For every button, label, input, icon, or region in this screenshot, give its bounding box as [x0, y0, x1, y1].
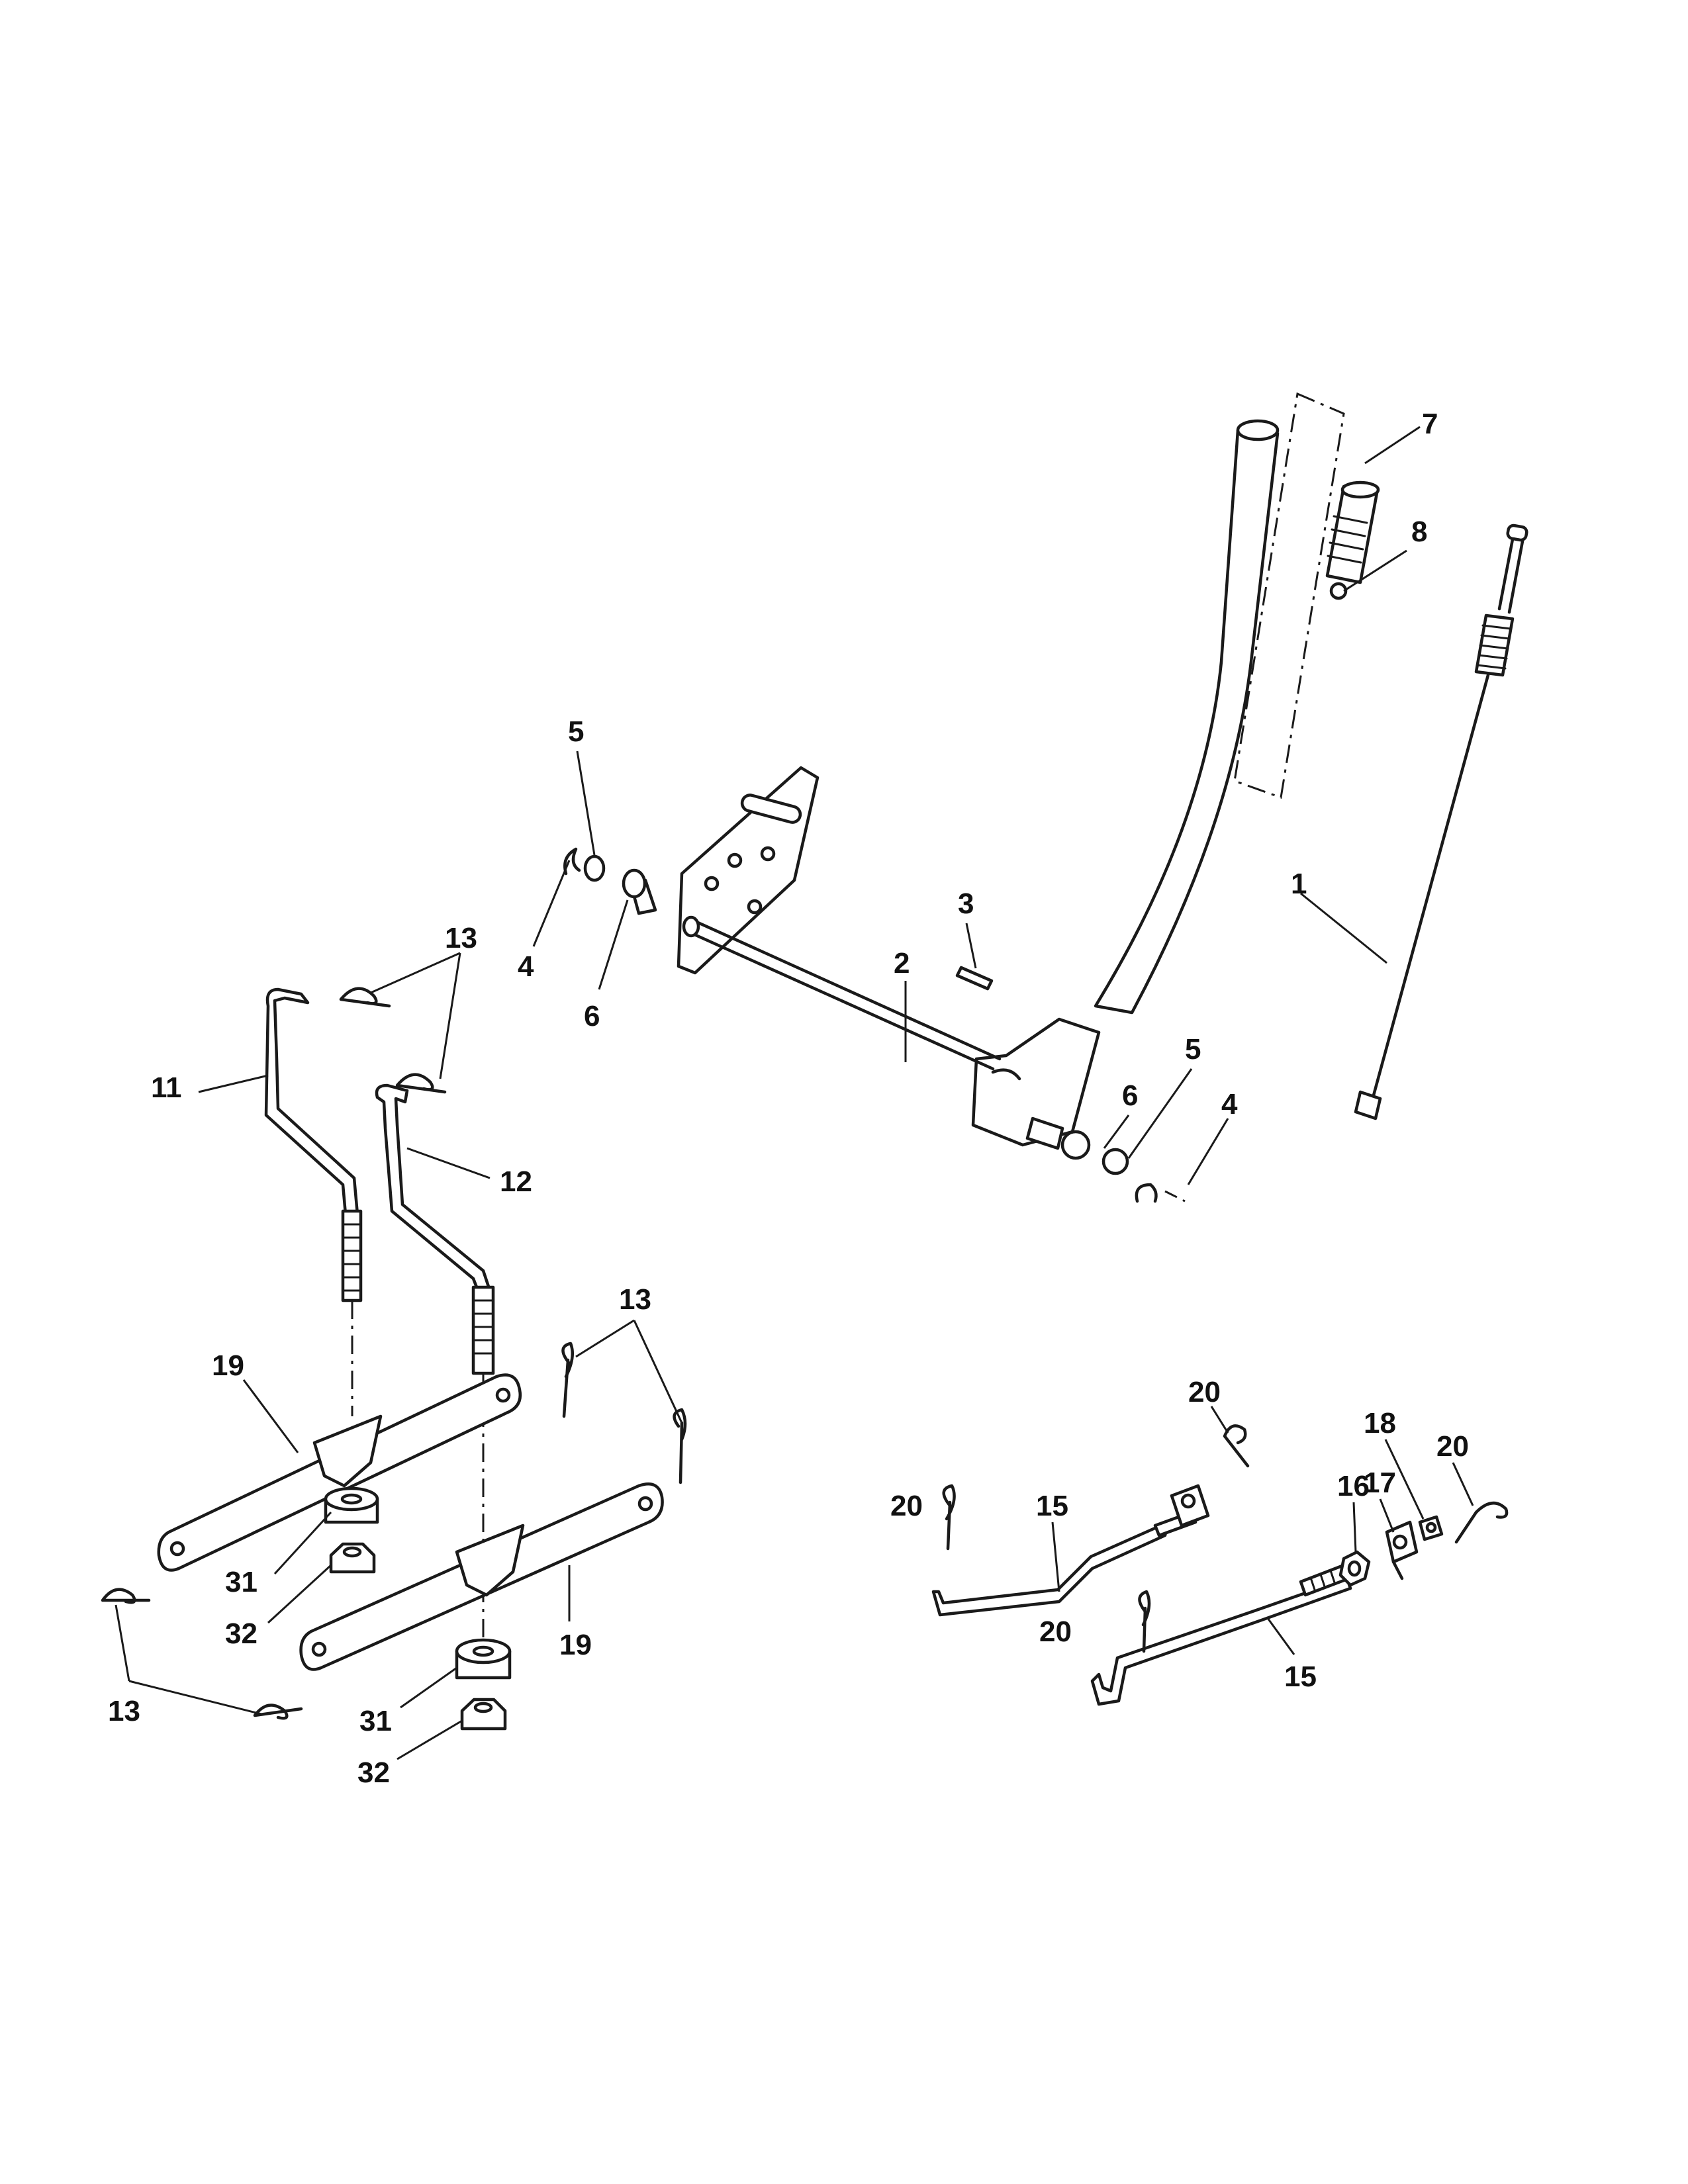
washer-left: [583, 854, 606, 882]
callout-4-right: 4: [1221, 1088, 1238, 1120]
callout-1: 1: [1291, 868, 1307, 900]
e-ring-left: [563, 847, 581, 876]
adjust-block: [1385, 1520, 1419, 1580]
jam-nut: [1338, 1550, 1371, 1587]
callout-15-upper: 15: [1036, 1490, 1068, 1522]
lift-handle: [1094, 419, 1280, 1015]
spacer-right: [455, 1638, 512, 1680]
adjust-rod-upper: [931, 1510, 1197, 1617]
callout-19-lower: 19: [559, 1629, 592, 1661]
hairpin-clip-3: [561, 1342, 575, 1418]
callout-32-left: 32: [225, 1617, 258, 1650]
grip-guide-outline: [1233, 392, 1345, 799]
callout-13-top: 13: [445, 922, 477, 954]
lift-cable: [1354, 523, 1528, 1120]
handle-grip: [1325, 480, 1380, 584]
hairpin-clip-5: [101, 1588, 151, 1604]
nut-right: [460, 1698, 507, 1731]
callout-7: 7: [1422, 408, 1438, 440]
callout-20-right: 20: [1436, 1430, 1469, 1463]
callout-13-bottom: 13: [108, 1695, 140, 1727]
e-ring-right: [1135, 1183, 1158, 1203]
callout-3: 3: [958, 887, 974, 920]
roll-pin: [955, 966, 994, 991]
hairpin-clip-20b: [1223, 1424, 1250, 1468]
lift-link-12: [375, 1083, 495, 1375]
ferrule: [1418, 1515, 1444, 1541]
callout-5-right: 5: [1185, 1033, 1201, 1066]
pivot-shaft: [682, 915, 1002, 1071]
callout-6-left: 6: [584, 1000, 600, 1032]
handle-pivot-notch: [991, 1068, 1021, 1081]
bushing-right: [1025, 1116, 1064, 1150]
callout-31-right: 31: [359, 1705, 392, 1737]
callout-12: 12: [500, 1165, 532, 1198]
washer-right: [1102, 1148, 1129, 1175]
hairpin-clip-2: [395, 1073, 447, 1094]
spacer-left: [324, 1486, 379, 1524]
callout-2: 2: [894, 947, 910, 979]
callout-13-mid: 13: [619, 1283, 651, 1316]
callout-16: 16: [1337, 1470, 1370, 1502]
callout-8: 8: [1411, 516, 1427, 548]
hairpin-clip-20d: [1454, 1502, 1509, 1544]
lift-arm-lower: [299, 1482, 664, 1671]
nut-left: [329, 1542, 376, 1574]
hairpin-clip-6: [253, 1704, 303, 1720]
callout-20-top: 20: [1188, 1376, 1221, 1408]
spacer-right: [1060, 1130, 1091, 1160]
clevis-block: [1170, 1484, 1210, 1527]
callout-19-upper: 19: [212, 1349, 244, 1382]
grip-cap: [1329, 582, 1348, 600]
callout-20-left: 20: [890, 1490, 923, 1522]
hairpin-clip-4: [673, 1408, 687, 1484]
axis-line-right: [1164, 1190, 1186, 1203]
callout-32-right: 32: [357, 1756, 390, 1789]
bushing-left: [622, 868, 657, 915]
callout-15-lower: 15: [1284, 1661, 1317, 1693]
callout-31-left: 31: [225, 1566, 258, 1598]
hairpin-clip-20c: [1138, 1590, 1151, 1653]
hairpin-clip-20a: [942, 1484, 956, 1551]
callout-6-right: 6: [1122, 1079, 1138, 1112]
callout-20-lower: 20: [1039, 1615, 1072, 1648]
callout-4-left: 4: [518, 950, 534, 983]
callout-17: 17: [1364, 1467, 1396, 1499]
callout-labels: 1 2 3 4 4 5 5 6 6 7 8 11 12 13 13 13 15 …: [108, 408, 1469, 1789]
hairpin-clip-1: [339, 987, 391, 1008]
callout-5-left: 5: [568, 715, 584, 748]
lift-arm-upper: [157, 1373, 522, 1572]
callout-11: 11: [151, 1071, 182, 1104]
lift-link-11: [264, 987, 363, 1302]
leader-lines: [115, 426, 1474, 1760]
mounting-plate: [677, 766, 820, 975]
callout-18: 18: [1364, 1407, 1396, 1439]
